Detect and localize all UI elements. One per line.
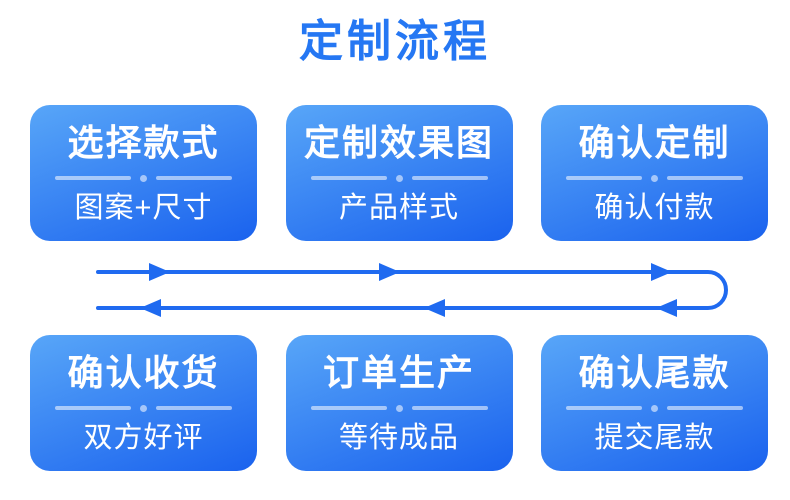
step-card-order-production: 订单生产 等待成品 xyxy=(285,335,513,471)
step-card-confirm-balance: 确认尾款 提交尾款 xyxy=(541,335,768,471)
card-divider xyxy=(55,404,232,412)
step-title: 选择款式 xyxy=(67,121,220,163)
process-row-bottom: 确认收货 双方好评 订单生产 等待成品 确认尾款 提交 xyxy=(30,335,768,471)
step-subtitle: 产品样式 xyxy=(338,191,459,224)
divider-line xyxy=(667,176,743,180)
card-divider xyxy=(566,174,743,182)
step-subtitle: 双方好评 xyxy=(83,421,204,454)
divider-dot xyxy=(395,174,403,182)
process-row-top: 选择款式 图案+尺寸 定制效果图 产品样式 确认定制 xyxy=(30,105,768,241)
divider-dot xyxy=(140,404,147,412)
flow-loop-path xyxy=(96,270,728,310)
card-divider xyxy=(566,404,743,412)
step-card-custom-render: 定制效果图 产品样式 xyxy=(285,105,513,241)
step-title: 确认尾款 xyxy=(578,351,731,393)
divider-line xyxy=(55,176,131,180)
step-card-confirm-receipt: 确认收货 双方好评 xyxy=(30,335,257,471)
divider-line xyxy=(667,406,743,410)
step-card-select-style: 选择款式 图案+尺寸 xyxy=(30,105,257,241)
card-divider xyxy=(310,404,488,412)
step-card-confirm-custom: 确认定制 确认付款 xyxy=(541,105,768,241)
divider-line xyxy=(566,406,642,410)
step-title: 定制效果图 xyxy=(303,121,494,163)
divider-dot xyxy=(140,174,147,182)
divider-line xyxy=(310,176,387,180)
divider-line xyxy=(55,406,131,410)
step-subtitle: 确认付款 xyxy=(594,191,715,224)
arrowhead-right-icon xyxy=(379,263,400,281)
step-title: 确认定制 xyxy=(578,121,731,163)
card-divider xyxy=(55,174,232,182)
divider-line xyxy=(156,406,232,410)
arrowhead-left-icon xyxy=(656,299,677,317)
divider-line xyxy=(411,406,488,410)
divider-dot xyxy=(395,404,403,412)
page-title: 定制流程 xyxy=(299,17,491,66)
card-divider xyxy=(310,174,488,182)
divider-line xyxy=(566,176,642,180)
step-subtitle: 图案+尺寸 xyxy=(74,191,213,224)
divider-dot xyxy=(651,404,658,412)
step-subtitle: 等待成品 xyxy=(338,421,459,454)
divider-line xyxy=(156,176,232,180)
arrowhead-left-icon xyxy=(140,299,161,317)
step-title: 订单生产 xyxy=(322,351,475,393)
step-subtitle: 提交尾款 xyxy=(594,421,715,454)
step-title: 确认收货 xyxy=(67,351,220,393)
arrowhead-right-icon xyxy=(149,263,170,281)
flow-loop-arrow xyxy=(96,263,728,317)
arrowhead-left-icon xyxy=(424,299,445,317)
divider-dot xyxy=(651,174,658,182)
divider-line xyxy=(411,176,488,180)
divider-line xyxy=(310,406,387,410)
arrowhead-right-icon xyxy=(651,263,672,281)
